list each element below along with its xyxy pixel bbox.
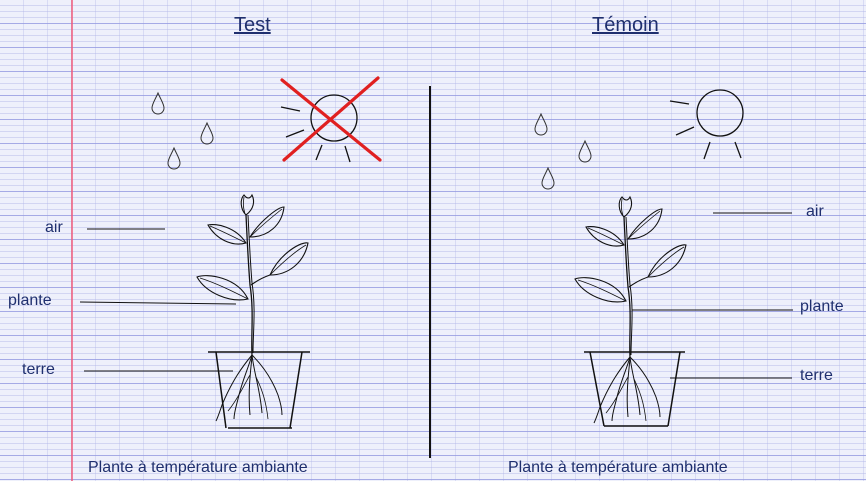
plant-label: plante [8,292,52,309]
water-drop-icon [541,167,555,190]
plant-icon [196,194,309,422]
water-drop-icon [200,122,214,145]
water-drop-icon [151,92,165,115]
control-title: Témoin [592,14,659,36]
test-title: Test [234,14,271,36]
pot-icon [208,351,310,429]
control-caption: Plante à température ambiante [508,459,728,476]
plant-label: plante [800,298,844,315]
water-drops [151,92,214,170]
test-panel [79,76,382,429]
water-drop-icon [167,147,181,170]
water-drops [534,113,592,190]
soil-label: terre [22,361,55,378]
notebook-margin-line [71,0,73,481]
pot-icon [584,351,685,427]
test-caption: Plante à température ambiante [88,459,308,476]
soil-label: terre [800,367,833,384]
red-cross-icon [280,76,382,162]
water-drop-icon [534,113,548,136]
sun-icon [669,89,744,160]
plant-pointer-line [79,301,237,305]
air-label: air [806,203,824,220]
water-drop-icon [578,140,592,163]
air-label: air [45,219,63,236]
sun-icon [280,94,358,163]
control-panel [534,89,793,427]
